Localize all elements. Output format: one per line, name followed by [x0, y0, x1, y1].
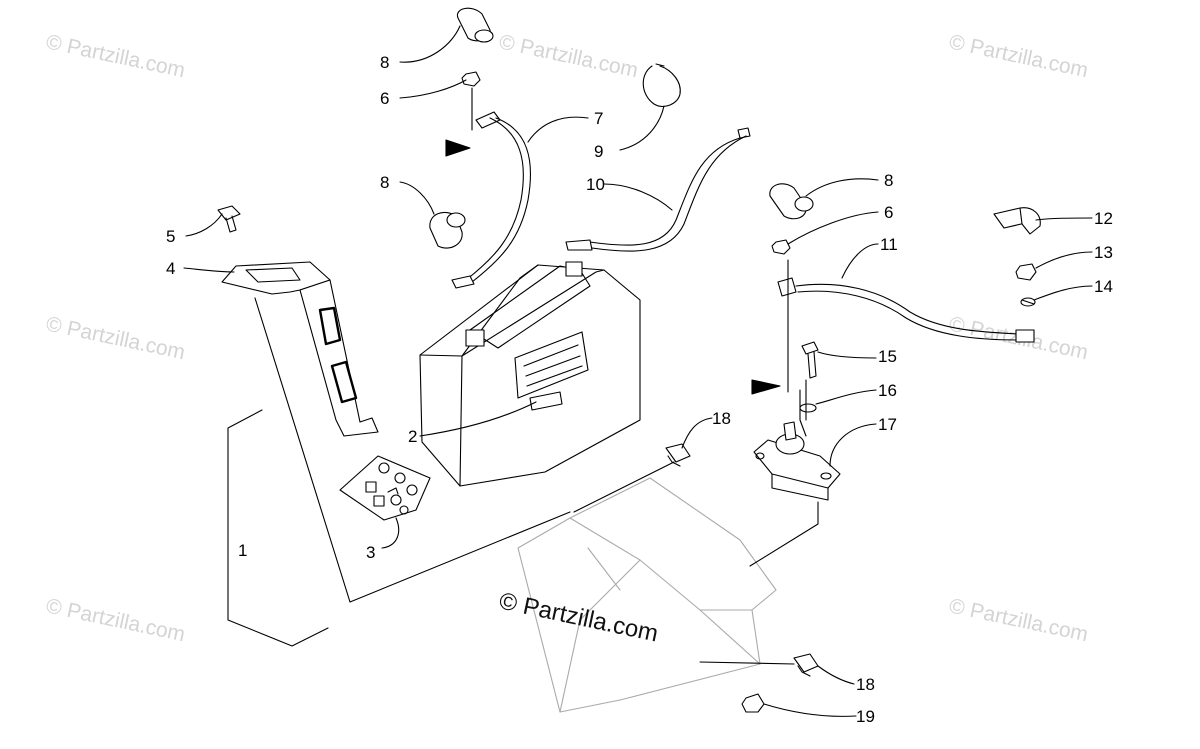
watermark: © Partzilla.com	[44, 30, 187, 82]
callout-label: 2	[408, 427, 417, 446]
hardware-kit	[339, 455, 431, 521]
battery-cable	[565, 127, 751, 252]
callout-label: 18	[712, 409, 731, 428]
nut	[461, 71, 481, 87]
callout-label: 11	[880, 235, 898, 254]
callout-label: 3	[366, 543, 375, 562]
terminal-boot	[769, 183, 814, 220]
callout-label: 8	[380, 53, 389, 72]
battery	[419, 261, 641, 487]
nut	[741, 693, 765, 713]
terminal-boot	[429, 211, 466, 249]
watermark: © Partzilla.com	[947, 594, 1090, 646]
retaining-clip	[665, 443, 691, 467]
callout-label: 15	[878, 347, 897, 366]
terminal-cap	[993, 207, 1041, 235]
watermark: © Partzilla.com	[44, 594, 187, 646]
battery-tray	[517, 477, 777, 713]
callout-label: 7	[594, 109, 603, 128]
callout-label: 8	[884, 171, 893, 190]
mounting-bracket	[221, 261, 379, 437]
watermark: © Partzilla.com	[44, 312, 187, 364]
callout-label: 6	[380, 89, 389, 108]
callout-label: 17	[878, 415, 897, 434]
cable-tie	[642, 63, 681, 107]
callout-label: 12	[1094, 209, 1113, 228]
bolt	[801, 341, 819, 379]
watermark: © Partzilla.com	[947, 30, 1090, 82]
assembly-bracket-line	[227, 297, 571, 647]
nut	[1015, 263, 1037, 281]
callout-label: 1	[238, 541, 247, 560]
callout-labels: 8 6 7 9 8 10 5 4 2 1 3 18 8 6 11 12 13 1…	[166, 53, 1113, 726]
callout-label: 19	[856, 707, 875, 726]
starter-cable	[777, 277, 1035, 343]
callout-label: 8	[380, 173, 389, 192]
lock-washer	[1020, 297, 1036, 307]
leader-lines	[183, 25, 1093, 717]
washer	[799, 403, 817, 413]
callout-label: 6	[884, 203, 893, 222]
battery-cable	[451, 111, 531, 289]
callout-label: 9	[594, 142, 603, 161]
starter-solenoid	[753, 421, 841, 501]
terminal-boot	[456, 7, 494, 43]
callout-label: 14	[1094, 277, 1113, 296]
arrow-indicator	[445, 139, 781, 395]
callout-label: 5	[166, 227, 175, 246]
callout-label: 16	[878, 381, 897, 400]
nut	[771, 239, 791, 255]
callout-label: 18	[856, 675, 875, 694]
watermark: © Partzilla.com	[497, 30, 640, 82]
assembly-guide-lines	[471, 87, 819, 665]
callout-label: 4	[166, 259, 175, 278]
callout-label: 10	[586, 175, 605, 194]
retaining-clip	[793, 653, 819, 677]
bolt	[217, 205, 241, 233]
callout-label: 13	[1094, 243, 1113, 262]
